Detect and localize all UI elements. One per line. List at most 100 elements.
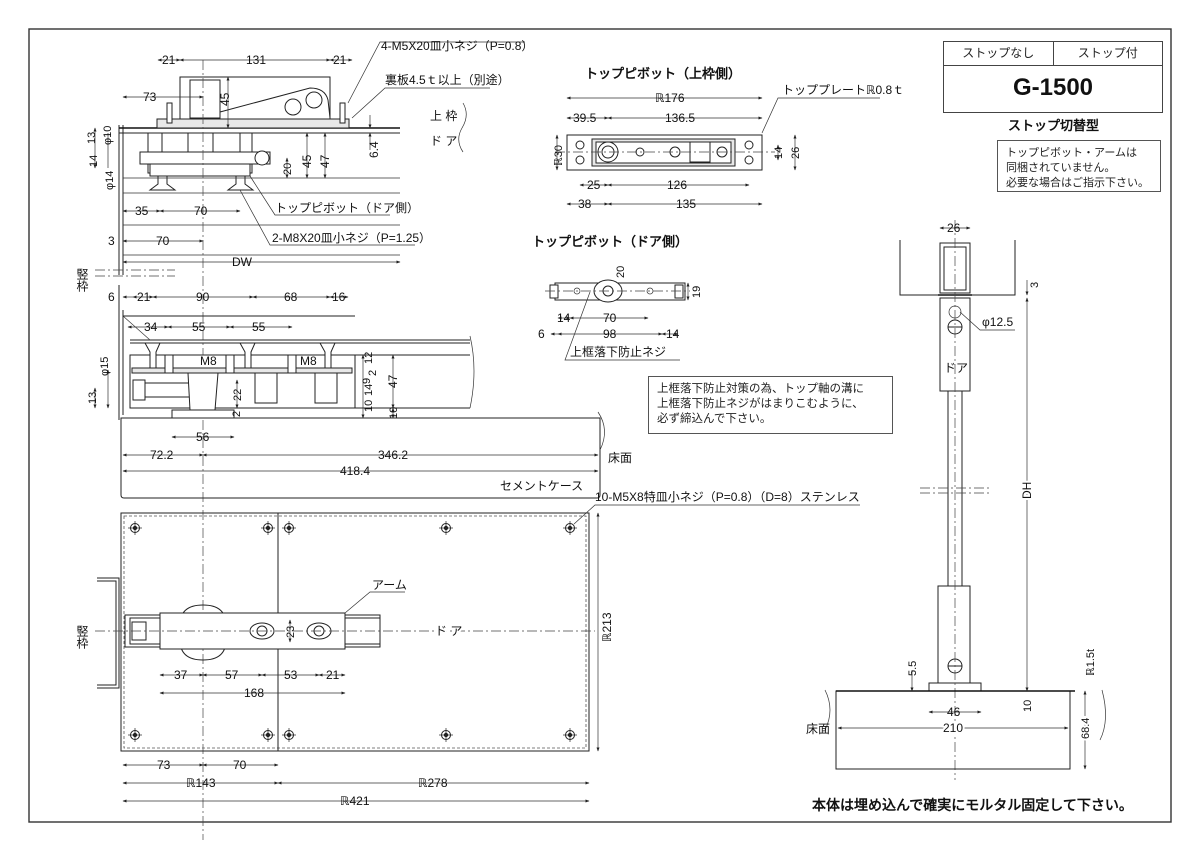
dim-text: 73: [157, 758, 171, 772]
note-line: 上框落下防止ネジがはまりこむように、: [657, 396, 864, 410]
label-arm: アーム: [372, 578, 407, 592]
dim-text: 6.4: [367, 141, 381, 158]
model-number: G-1500: [1012, 74, 1094, 101]
dim-text: 53: [284, 668, 298, 682]
dim-text: ℝ1.5t: [1085, 649, 1097, 676]
dim-text: 35: [135, 204, 149, 218]
dim-text: 418.4: [340, 464, 370, 478]
footer-instruction: 本体は埋め込んで確実にモルタル固定して下さい。: [812, 798, 1133, 814]
dim-text: 3: [108, 234, 115, 248]
label-side-floor: 床面: [806, 722, 830, 736]
dim-text: 55: [252, 320, 266, 334]
dim-text: 3: [1029, 282, 1041, 288]
dim-text: 14: [666, 327, 680, 341]
label-backing-plate: 裏板4.5ｔ以上（別途）: [385, 72, 510, 87]
warning-note: 上框落下防止対策の為、トップ軸の溝に 上框落下防止ネジがはまりこむように、 必ず…: [648, 376, 893, 434]
label-jamb-2: 竪枠: [75, 625, 89, 649]
dim-text: φ14: [104, 171, 116, 190]
top-view: [93, 41, 525, 840]
dim-text: 10: [388, 407, 400, 419]
dim-text: 21: [333, 53, 347, 67]
dim-text: 6: [538, 327, 545, 341]
dim-text: 57: [225, 668, 239, 682]
dim-text: 131: [246, 53, 266, 67]
label-top-plate: トッププレートℝ0.8ｔ: [782, 83, 904, 97]
label-cement-case: セメントケース: [500, 479, 583, 493]
dim-text: ℝ421: [340, 794, 370, 808]
dim-text: 12: [363, 352, 375, 364]
front-view: [93, 285, 605, 499]
dim-text: 23: [285, 626, 297, 638]
pivot-door-view: [545, 279, 690, 361]
dim-text: 346.2: [378, 448, 408, 462]
dim-text: 45: [218, 92, 232, 106]
dim-text: 21: [326, 668, 340, 682]
note-line: 同梱されていません。: [1006, 161, 1116, 174]
dim-text: 55: [192, 320, 206, 334]
side-view: [824, 220, 1106, 780]
dim-text: 45: [300, 154, 314, 168]
label-floor: 床面: [608, 451, 632, 465]
dim-text: 34: [144, 320, 158, 334]
dim-text: ℝ30: [553, 145, 565, 166]
dim-text: 16: [332, 290, 346, 304]
label-upper-frame: 上 枠: [430, 109, 457, 123]
dim-text: 46: [947, 705, 961, 719]
dim-text: 2: [367, 370, 379, 376]
dim-text: 26: [790, 147, 802, 159]
dim-text: 10: [1022, 700, 1034, 712]
dim-text: 14: [773, 147, 785, 159]
label-top-pivot-door: トップピボット（ドア側）: [275, 201, 419, 215]
label-dh: DH: [1020, 482, 1034, 499]
dim-text: 70: [603, 311, 617, 325]
note-line: トップピボット・アームは: [1006, 146, 1138, 159]
dim-text: 37: [174, 668, 188, 682]
dim-text: 70: [156, 234, 170, 248]
dim-text: 20: [282, 163, 294, 175]
label-fall-prevent-screw: 上框落下防止ネジ: [570, 344, 666, 359]
pivot-upper-title: トップピボット（上枠側）: [585, 66, 741, 81]
dim-text: 2: [231, 411, 243, 417]
dim-text: 13: [87, 392, 99, 404]
dim-text: 68: [284, 290, 298, 304]
dim-text: 6: [108, 290, 115, 304]
dim-text: 168: [244, 686, 264, 700]
included-note: トップピボット・アームは 同梱されていません。 必要な場合はご指示下さい。: [997, 140, 1161, 192]
dim-text: 10: [363, 400, 375, 412]
note-line: 必要な場合はご指示下さい。: [1006, 176, 1149, 189]
dim-text: 14: [88, 155, 100, 167]
dim-text: 19: [691, 286, 703, 298]
model-subtitle: ストップ切替型: [1008, 119, 1100, 134]
dim-text: 126: [667, 178, 687, 192]
dim-text: φ10: [102, 126, 114, 145]
dim-text: 136.5: [665, 111, 695, 125]
dim-text: 210: [943, 721, 963, 735]
dim-text: 47: [386, 374, 400, 388]
title-block: ストップなし ストップ付 G-1500: [943, 41, 1163, 113]
dim-text: 26: [947, 221, 961, 235]
dim-text: 9: [361, 378, 373, 384]
label-screw-top: 4-M5X20皿小ネジ（P=0.8）: [381, 39, 533, 53]
label-m8-a: M8: [200, 354, 217, 368]
dim-text: 14: [557, 311, 571, 325]
dim-text: ℝ176: [655, 91, 685, 105]
dim-text: ℝ278: [418, 776, 448, 790]
dim-text: 39.5: [573, 111, 597, 125]
label-screw-m8: 2-M8X20皿小ネジ（P=1.25）: [272, 231, 431, 245]
dim-text: φ12.5: [982, 315, 1013, 329]
col-with-stop: ストップ付: [1077, 46, 1138, 60]
pivot-upper-view: [555, 96, 880, 206]
dim-text: 13: [86, 132, 98, 144]
note-line: 必ず締込んで下さい。: [657, 411, 772, 425]
dim-text: 90: [196, 290, 210, 304]
label-side-door: ドア: [944, 361, 968, 375]
label-jamb-1: 竪枠: [75, 268, 89, 292]
dim-text: 73: [143, 90, 157, 104]
dim-text: 21: [137, 290, 151, 304]
dim-text: 72.2: [150, 448, 174, 462]
dim-text: ℝ213: [600, 612, 614, 642]
dim-text: φ15: [99, 357, 111, 376]
dim-text: 22: [232, 389, 244, 401]
dim-text: 20: [615, 266, 627, 278]
